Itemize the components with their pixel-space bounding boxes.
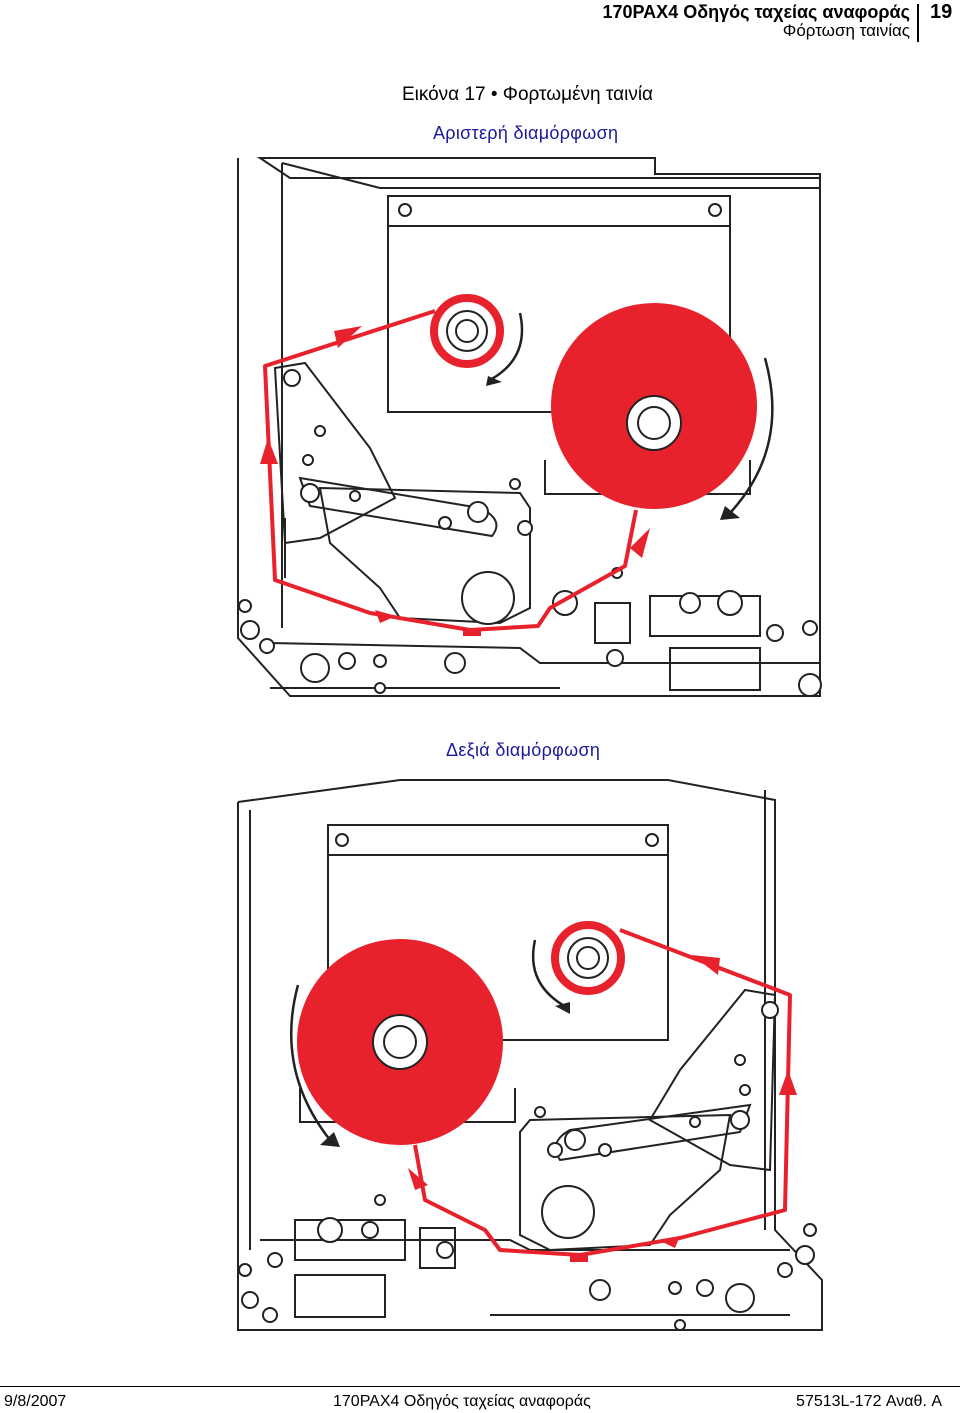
footer-doc-number: 57513L-172 Αναθ. A (796, 1393, 942, 1410)
header-subtitle: Φόρτωση ταινίας (782, 21, 910, 40)
header-divider (917, 4, 919, 42)
header-title: 170PAX4 Οδηγός ταχείας αναφοράς (602, 2, 910, 22)
footer-divider (0, 1386, 960, 1387)
right-configuration-label: Δεξιά διαμόρφωση (446, 740, 601, 760)
footer-doc-title: 170PAX4 Οδηγός ταχείας αναφοράς (333, 1393, 591, 1410)
left-configuration-label: Αριστερή διαμόρφωση (433, 123, 619, 143)
right-configuration-diagram (237, 779, 823, 1331)
footer-date: 9/8/2007 (4, 1393, 67, 1410)
figure-caption: Εικόνα 17 • Φορτωμένη ταινία (401, 84, 654, 105)
left-configuration-diagram (237, 157, 822, 697)
page-number: 19 (930, 1, 953, 23)
